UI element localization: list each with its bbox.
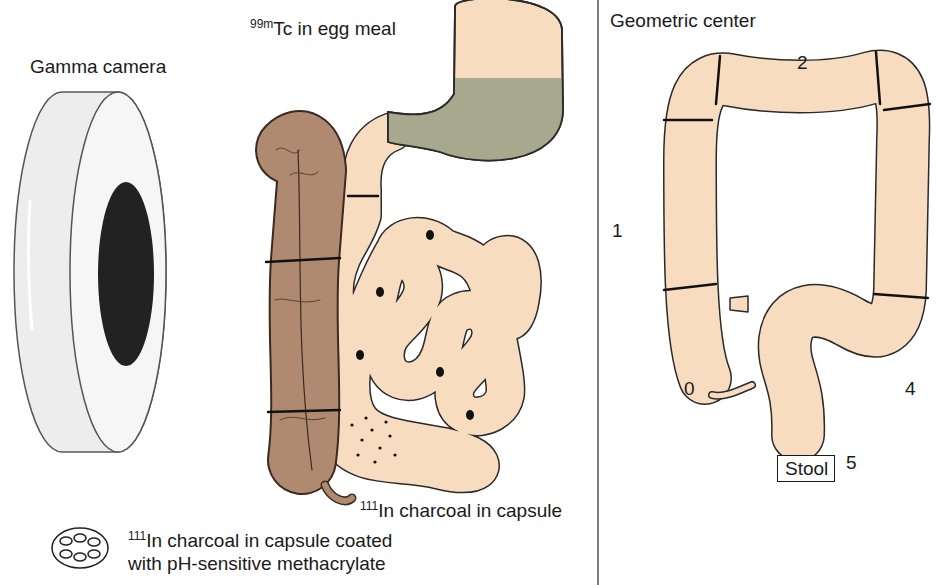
- device-label: Gamma camera: [30, 56, 166, 79]
- panel-title: Geometric center: [610, 10, 756, 33]
- speckle: [393, 453, 396, 456]
- small-bowel: [334, 132, 522, 473]
- speckle: [350, 423, 353, 426]
- speckle: [370, 428, 373, 431]
- speckle: [356, 453, 359, 456]
- tracer-label: 99mTc in egg meal: [250, 18, 396, 41]
- speckle: [388, 434, 391, 437]
- colon-segments: [664, 52, 930, 435]
- speckle: [360, 438, 363, 441]
- speckle: [373, 460, 376, 463]
- stool-box: Stool: [777, 455, 835, 482]
- gamma-camera: [14, 92, 166, 452]
- region-number: 0: [684, 378, 695, 401]
- box-text: Stool: [785, 458, 827, 481]
- stomach: [380, 0, 580, 178]
- region-number: 5: [846, 452, 857, 475]
- divider: [597, 0, 598, 585]
- capsule-caption: 111In charcoal in capsule coated with pH…: [128, 530, 400, 576]
- speckle: [384, 420, 387, 423]
- speckle: [364, 416, 367, 419]
- region-number: 1: [612, 220, 623, 243]
- capsule-markers: [356, 230, 474, 420]
- speckle: [378, 446, 381, 449]
- capsule-icon: [52, 528, 108, 568]
- region-number: 2: [797, 52, 808, 75]
- charcoal-speckles: [350, 416, 396, 463]
- ascending-colon: [266, 145, 352, 501]
- tracer-label: 111In charcoal in capsule: [360, 500, 562, 523]
- region-number: 4: [905, 378, 916, 401]
